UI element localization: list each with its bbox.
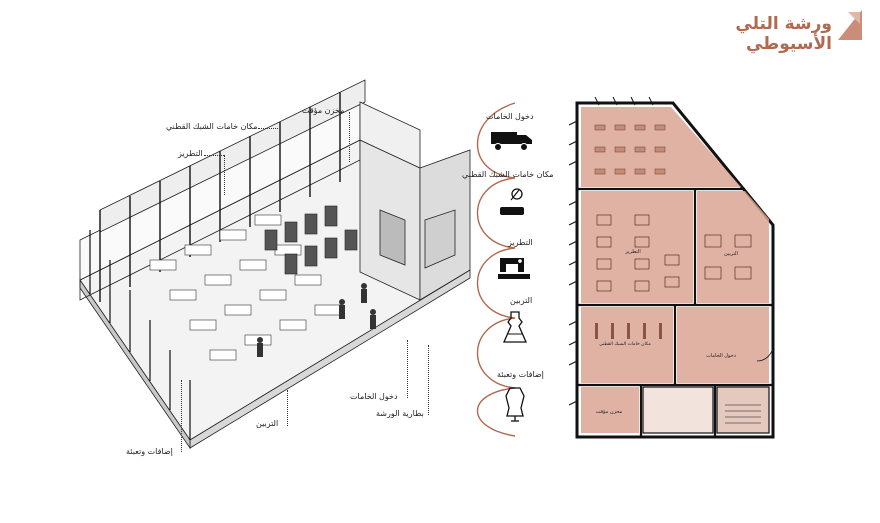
plan-label-entry: دخول الخامات bbox=[706, 353, 736, 359]
axo-label-net-materials: مكان خامات الشبك القطني bbox=[166, 122, 258, 131]
plan-label-temp-storage: مخزن مؤقت bbox=[596, 409, 623, 415]
spool-icon bbox=[500, 188, 524, 215]
leader-line bbox=[224, 155, 225, 195]
title-corner-decoration bbox=[838, 10, 862, 40]
title-block: ورشة التلي الأسيوطي bbox=[672, 10, 862, 54]
leader-line bbox=[204, 155, 224, 156]
leader-line bbox=[287, 390, 288, 426]
leader-line bbox=[428, 345, 429, 415]
plan-label-embroidery: التطريز bbox=[624, 249, 640, 255]
leader-line bbox=[349, 112, 350, 162]
axo-label-tally: التربين bbox=[256, 419, 279, 428]
axo-label-materials-entry: دخول الخامات bbox=[350, 392, 398, 401]
process-step-label: إضافات وتعبئة bbox=[497, 370, 544, 379]
leader-line bbox=[258, 128, 278, 129]
axo-label-embroidery: التطريز bbox=[178, 149, 203, 158]
truck-icon bbox=[491, 132, 532, 151]
dress-icon bbox=[503, 311, 527, 343]
axo-label-packaging: إضافات وتعبئة bbox=[126, 447, 173, 456]
axonometric-view bbox=[79, 79, 471, 450]
axo-label-workshop-card: بطارية الورشة bbox=[376, 409, 424, 418]
process-curve bbox=[476, 102, 516, 437]
page-title: ورشة التلي الأسيوطي bbox=[735, 14, 832, 54]
leader-line bbox=[181, 380, 182, 452]
sewing-machine-icon bbox=[498, 258, 530, 279]
floor-plan: التطريز التربين مكان خامات الشبك القطني … bbox=[568, 96, 775, 439]
plan-label-net-materials: مكان خامات الشبك القطني bbox=[599, 341, 651, 347]
process-step-label: دخول الخامات bbox=[486, 112, 534, 121]
plan-label-tally: التربين bbox=[724, 251, 738, 257]
mannequin-icon bbox=[505, 387, 525, 422]
process-step-label: التربين bbox=[510, 296, 533, 305]
process-step-label: التطريز bbox=[508, 238, 533, 247]
process-step-label: مكان خامات الشبك القطني bbox=[462, 170, 554, 179]
axo-label-temp-storage: مخزن مؤقت bbox=[302, 106, 345, 115]
leader-line bbox=[407, 340, 408, 398]
